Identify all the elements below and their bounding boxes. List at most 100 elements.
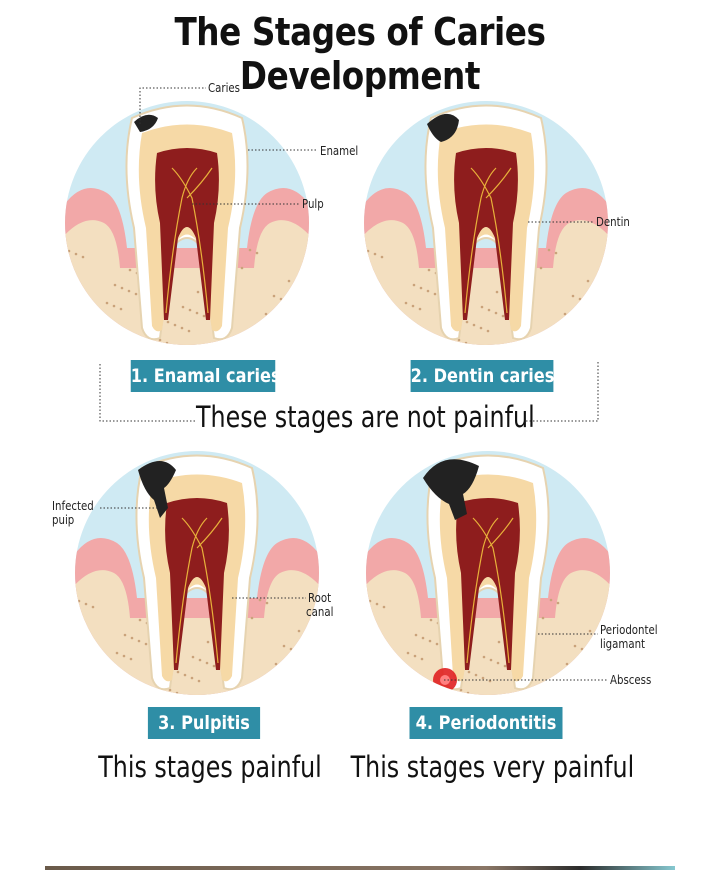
bone-speck xyxy=(429,618,433,622)
bone-speck xyxy=(265,601,269,605)
tooth-stage-1 xyxy=(65,101,309,345)
tooth-stage-3 xyxy=(75,451,319,695)
bone-speck xyxy=(129,657,133,661)
not-painful-caption: These stages are not painful xyxy=(196,400,535,434)
bone-speck xyxy=(459,688,463,692)
bone-speck xyxy=(419,286,423,290)
bone-speck xyxy=(181,305,185,309)
bone-speck xyxy=(494,311,498,315)
bone-speck xyxy=(474,673,478,677)
bone-speck xyxy=(479,326,483,330)
bone-speck xyxy=(573,644,577,648)
bottom-strip xyxy=(45,866,675,870)
bone-speck xyxy=(406,651,410,655)
bone-speck xyxy=(137,639,141,643)
bone-speck xyxy=(206,640,210,644)
bone-speck xyxy=(412,283,416,287)
nerve xyxy=(464,167,512,314)
bone-speck xyxy=(128,268,132,272)
bone-speck xyxy=(166,320,170,324)
bone-speck xyxy=(122,654,126,658)
bone-speck xyxy=(205,661,209,665)
bone-speck xyxy=(404,301,408,305)
bone-speck xyxy=(565,662,569,666)
bone-speck xyxy=(84,602,88,606)
bone-speck xyxy=(248,248,252,252)
bone-speck xyxy=(134,292,138,296)
periodontal-ligament-label-line2: ligamant xyxy=(600,637,646,651)
bone-speck xyxy=(187,329,191,333)
bone-speck xyxy=(138,618,142,622)
bone-speck xyxy=(279,297,283,301)
bone-speck xyxy=(282,644,286,648)
stage-1-badge: 1. Enamal caries xyxy=(130,360,281,392)
bone-speck xyxy=(578,297,582,301)
bone-speck xyxy=(435,642,439,646)
bone-speck xyxy=(183,673,187,677)
nerve xyxy=(466,517,514,664)
bone-speck xyxy=(382,605,386,609)
bone-speck xyxy=(467,670,471,674)
bone-speck xyxy=(74,252,78,256)
tooth-stage-2 xyxy=(364,101,608,345)
bone-speck xyxy=(264,312,268,316)
bone-speck xyxy=(556,601,560,605)
bone-speck xyxy=(127,289,131,293)
bone-speck xyxy=(547,248,551,252)
bone-speck xyxy=(190,676,194,680)
infected-pulp-label-line2: puip xyxy=(52,513,75,527)
pulp xyxy=(454,148,518,320)
bone-speck xyxy=(420,657,424,661)
pulp xyxy=(165,498,229,670)
caries-lesion xyxy=(138,461,176,518)
infected-pulp-label-line1: Infected xyxy=(52,499,94,513)
bone-speck xyxy=(457,338,461,342)
stage-3-caption: This stages painful xyxy=(98,750,322,784)
bone-speck xyxy=(240,266,244,270)
stage-4-caption: This stages very painful xyxy=(350,750,635,784)
bone-speck xyxy=(123,633,127,637)
bone-speck xyxy=(144,642,148,646)
pulp-label: Pulp xyxy=(302,197,324,211)
bone-speck xyxy=(563,312,567,316)
bone-speck xyxy=(541,616,545,620)
bone-speck xyxy=(413,654,417,658)
nerve xyxy=(165,167,213,314)
bone-speck xyxy=(120,286,124,290)
bone-speck xyxy=(198,658,202,662)
bone-speck xyxy=(91,605,95,609)
bone-speck xyxy=(255,251,259,255)
bone-speck xyxy=(433,292,437,296)
bone xyxy=(364,220,608,345)
bone xyxy=(366,570,610,695)
bone-speck xyxy=(202,314,206,318)
bone-speck xyxy=(554,251,558,255)
bone-speck xyxy=(588,629,592,633)
bone-speck xyxy=(580,647,584,651)
bone-speck xyxy=(113,283,117,287)
caries-lesion xyxy=(423,459,479,520)
bone-speck xyxy=(130,636,134,640)
nerve xyxy=(175,517,223,664)
bone-speck xyxy=(180,326,184,330)
bone-speck xyxy=(212,664,216,668)
bone-speck xyxy=(418,307,422,311)
bone-speck xyxy=(274,662,278,666)
bone-speck xyxy=(486,329,490,333)
bone xyxy=(75,570,319,695)
bone-speck xyxy=(380,255,384,259)
bone-speck xyxy=(375,602,379,606)
enamel-label: Enamel xyxy=(320,144,359,158)
pulp xyxy=(456,498,520,670)
bone-speck xyxy=(539,266,543,270)
bone-speck xyxy=(586,279,590,283)
root-canal-label-line1: Root xyxy=(308,591,332,605)
bone-speck xyxy=(168,688,172,692)
bone-speck xyxy=(481,676,485,680)
bone-speck xyxy=(421,636,425,640)
bone-speck xyxy=(489,658,493,662)
bone-speck xyxy=(427,268,431,272)
stage-3-badge: 3. Pulpitis xyxy=(147,707,261,739)
bone-speck xyxy=(501,314,505,318)
